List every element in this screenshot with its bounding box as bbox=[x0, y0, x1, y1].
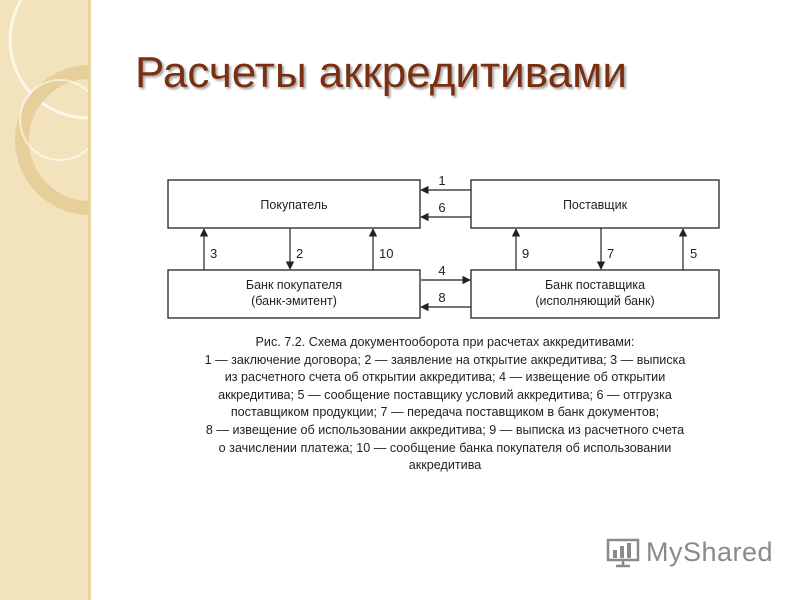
arrow-10-label: 10 bbox=[379, 246, 393, 261]
document-flow-diagram: Покупатель Поставщик Банк покупателя (ба… bbox=[167, 173, 720, 319]
arrow-6-label: 6 bbox=[438, 200, 445, 215]
caption-line: аккредитива bbox=[408, 458, 482, 473]
circles-decoration bbox=[8, 0, 88, 215]
arrow-3-label: 3 bbox=[210, 246, 217, 261]
caption-line: Рис. 7.2. Схема документооборота при рас… bbox=[255, 335, 635, 349]
arrow-1-label: 1 bbox=[438, 173, 445, 188]
buyer-bank-box: Банк покупателя (банк-эмитент) bbox=[167, 269, 421, 319]
caption-line: 1 — заключение договора; 2 — заявление н… bbox=[204, 352, 686, 367]
buyer-bank-sublabel: (банк-эмитент) bbox=[251, 294, 337, 308]
caption-line: о зачислении платежа; 10 — сообщение бан… bbox=[218, 440, 672, 455]
supplier-bank-sublabel: (исполняющий банк) bbox=[535, 294, 654, 308]
caption-line: из расчетного счета об открытии аккредит… bbox=[224, 370, 666, 385]
caption-line: 8 — извещение об использовании аккредити… bbox=[205, 422, 685, 437]
buyer-box: Покупатель bbox=[167, 179, 421, 229]
arrow-2-label: 2 bbox=[296, 246, 303, 261]
arrow-7-label: 7 bbox=[607, 246, 614, 261]
myshared-logo: MyShared bbox=[606, 536, 773, 568]
arrow-5-label: 5 bbox=[690, 246, 697, 261]
slide-title: Расчеты аккредитивами bbox=[135, 48, 627, 97]
supplier-bank-box: Банк поставщика (исполняющий банк) bbox=[470, 269, 720, 319]
supplier-label: Поставщик bbox=[563, 198, 628, 212]
supplier-box: Поставщик bbox=[470, 179, 720, 229]
arrow-9-label: 9 bbox=[522, 246, 529, 261]
figure-caption: Рис. 7.2. Схема документооборота при рас… bbox=[158, 334, 732, 475]
buyer-bank-label: Банк покупателя bbox=[246, 278, 342, 292]
caption-line: поставщиком продукции; 7 — передача пост… bbox=[230, 405, 660, 420]
arrow-8-label: 8 bbox=[438, 290, 445, 305]
side-band-edge bbox=[88, 0, 91, 600]
logo-text: MyShared bbox=[646, 536, 774, 567]
supplier-bank-label: Банк поставщика bbox=[545, 278, 645, 292]
caption-line: аккредитива; 5 — сообщение поставщику ус… bbox=[218, 387, 672, 402]
chart-icon bbox=[606, 538, 640, 568]
arrow-4-label: 4 bbox=[438, 263, 445, 278]
buyer-label: Покупатель bbox=[260, 198, 327, 212]
decorative-side-band bbox=[0, 0, 88, 600]
